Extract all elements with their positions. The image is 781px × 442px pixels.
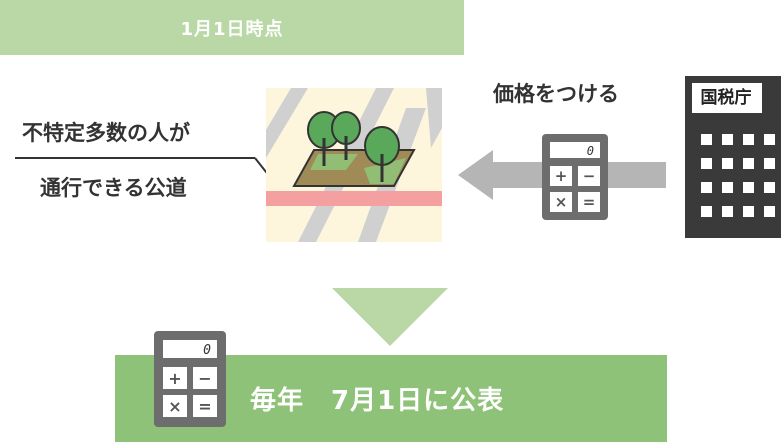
svg-text:+: + bbox=[168, 369, 181, 388]
svg-text:=: = bbox=[583, 193, 596, 211]
road-label-line2: 通行できる公道 bbox=[40, 176, 187, 200]
svg-text:−: − bbox=[198, 369, 211, 388]
date-banner-text: 1月1日時点 bbox=[180, 18, 284, 40]
svg-text:−: − bbox=[583, 167, 596, 185]
tax-office-label: 国税庁 bbox=[700, 88, 752, 108]
road-label-line1: 不特定多数の人が bbox=[22, 121, 190, 145]
svg-text:×: × bbox=[168, 397, 181, 416]
calculator-icon-bottom: 0 + − × = bbox=[154, 331, 226, 427]
road-label-underline bbox=[15, 157, 255, 159]
svg-text:0: 0 bbox=[203, 343, 211, 358]
calculator-icon: 0 + − × = bbox=[542, 134, 608, 220]
tax-office-building-icon bbox=[685, 76, 781, 238]
bottom-banner-text: 毎年 7月1日に公表 bbox=[250, 385, 505, 416]
svg-text:+: + bbox=[555, 167, 568, 185]
land-map-icon bbox=[266, 88, 442, 242]
tree-icon bbox=[307, 111, 400, 182]
svg-text:×: × bbox=[555, 193, 568, 211]
svg-text:=: = bbox=[198, 397, 211, 416]
date-banner bbox=[0, 0, 464, 55]
arrow-left-icon bbox=[458, 150, 666, 200]
svg-text:0: 0 bbox=[587, 144, 594, 158]
price-label: 価格をつける bbox=[493, 82, 619, 106]
arrow-down-icon bbox=[332, 288, 448, 346]
